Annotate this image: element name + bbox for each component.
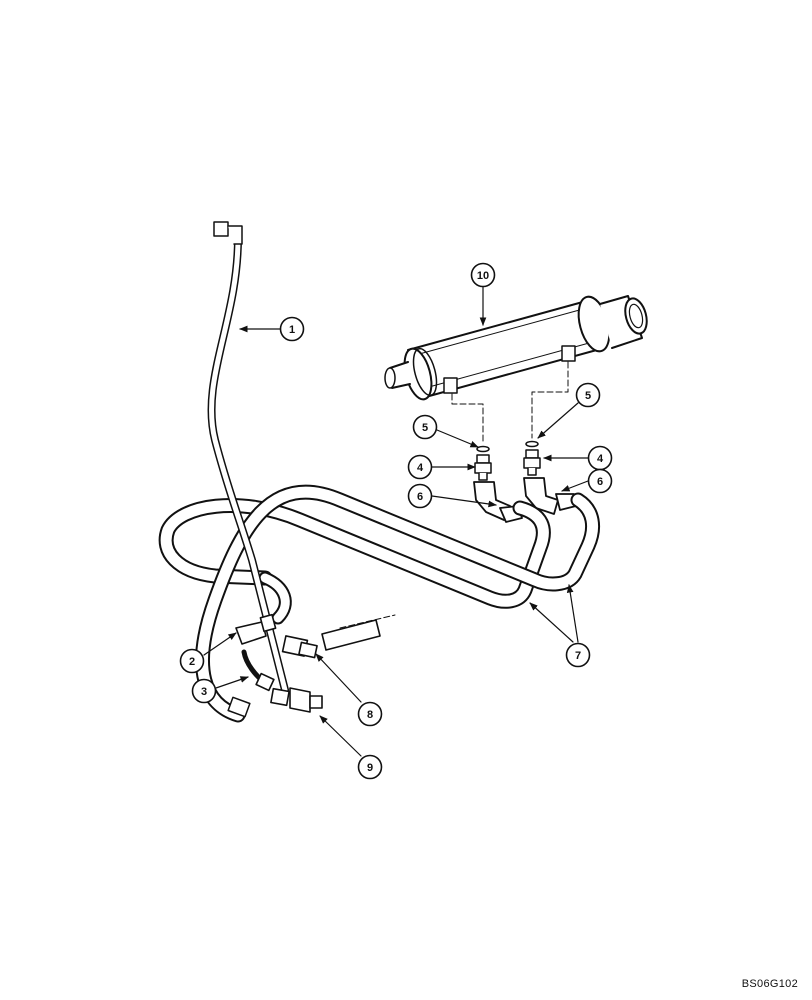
fitting-3	[241, 649, 275, 692]
callout-3: 3	[191, 678, 217, 704]
svg-text:1: 1	[289, 324, 295, 336]
callout-4-right: 4	[587, 445, 613, 471]
adapter-right	[523, 449, 541, 476]
svg-text:8: 8	[367, 709, 373, 721]
svg-text:3: 3	[201, 686, 207, 698]
callout-1: 1	[279, 316, 305, 342]
figure-code: BS06G102	[741, 978, 798, 990]
svg-text:6: 6	[597, 476, 603, 488]
callout-5-left: 5	[412, 414, 438, 440]
callout-4-left: 4	[407, 454, 433, 480]
callout-2: 2	[179, 648, 205, 674]
fitting-8	[281, 614, 396, 659]
svg-text:4: 4	[417, 462, 424, 474]
callout-10: 10	[470, 262, 496, 288]
fitting-2	[235, 613, 277, 645]
leader-lines	[203, 286, 589, 757]
callout-9: 9	[357, 754, 383, 780]
elbow-left	[473, 481, 523, 523]
svg-text:10: 10	[477, 270, 489, 282]
o-ring-right	[525, 440, 539, 448]
callout-6-right: 6	[587, 468, 613, 494]
svg-text:2: 2	[189, 656, 195, 668]
callout-6-left: 6	[407, 483, 433, 509]
svg-text:4: 4	[597, 453, 604, 465]
oil-cooler	[384, 295, 648, 401]
svg-text:7: 7	[575, 650, 581, 662]
svg-text:6: 6	[417, 491, 423, 503]
callouts: 1 10 5 5 4 4 6 6	[179, 262, 613, 780]
svg-text:9: 9	[367, 762, 373, 774]
callout-5-right: 5	[575, 382, 601, 408]
svg-text:5: 5	[585, 390, 591, 402]
svg-text:5: 5	[422, 422, 428, 434]
elbow-right	[523, 477, 577, 515]
alignment-dashes	[451, 361, 569, 443]
o-ring-left	[476, 445, 490, 453]
callout-8: 8	[357, 701, 383, 727]
adapter-left	[474, 454, 492, 481]
fitting-9	[270, 687, 323, 713]
callout-7: 7	[565, 642, 591, 668]
